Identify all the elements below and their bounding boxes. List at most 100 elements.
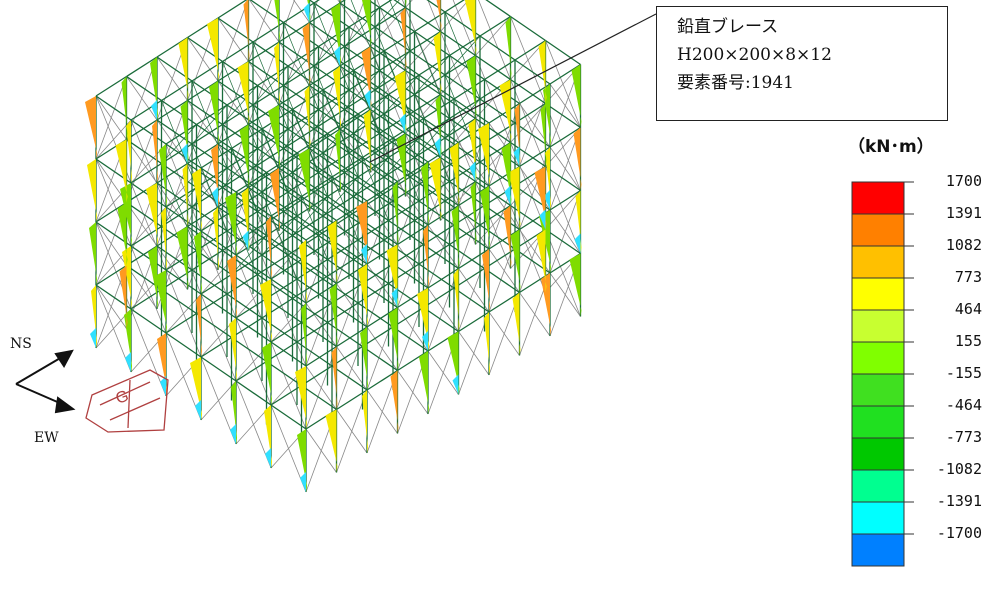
brace-member bbox=[440, 94, 476, 182]
beam-member bbox=[301, 321, 337, 348]
moment-diagram bbox=[180, 100, 189, 164]
beam-member bbox=[475, 180, 511, 207]
beam-member bbox=[270, 341, 307, 367]
moment-diagram bbox=[484, 312, 490, 375]
beam-member bbox=[440, 30, 476, 57]
moment-diagram bbox=[176, 226, 189, 290]
moment-diagram bbox=[400, 7, 407, 71]
beam-member bbox=[348, 152, 385, 178]
beam-member bbox=[362, 282, 398, 309]
moment-diagram bbox=[212, 187, 218, 207]
brace-member bbox=[519, 292, 551, 337]
moment-diagram bbox=[268, 105, 280, 168]
legend-swatch bbox=[851, 373, 905, 407]
beam-member bbox=[423, 306, 459, 333]
moment-diagram bbox=[194, 231, 202, 294]
beam-member bbox=[414, 30, 450, 57]
beam-member bbox=[383, 239, 420, 265]
ew-label: EW bbox=[34, 430, 59, 446]
moment-diagram bbox=[510, 229, 521, 293]
brace-member bbox=[156, 56, 188, 101]
moment-diagram bbox=[325, 409, 338, 473]
moment-diagram bbox=[335, 129, 341, 192]
beam-member bbox=[222, 186, 258, 213]
moment-diagram bbox=[327, 220, 338, 284]
beam-member bbox=[357, 302, 394, 328]
beam-member bbox=[301, 384, 337, 411]
moment-diagram bbox=[159, 144, 167, 207]
moment-diagram bbox=[333, 66, 341, 129]
moment-diagram bbox=[190, 357, 202, 420]
brace-member bbox=[549, 209, 581, 254]
legend-label: -1700 bbox=[936, 524, 982, 542]
moment-diagram bbox=[356, 201, 368, 264]
moment-diagram bbox=[391, 287, 398, 308]
moment-diagram bbox=[148, 246, 158, 309]
beam-member bbox=[165, 332, 202, 358]
beam-member bbox=[344, 45, 380, 72]
moment-diagram bbox=[121, 76, 128, 140]
moment-diagram bbox=[405, 0, 407, 8]
beam-member bbox=[165, 269, 202, 295]
moment-diagram bbox=[304, 85, 311, 149]
beam-member bbox=[475, 117, 511, 144]
legend-swatch bbox=[851, 437, 905, 471]
moment-diagram bbox=[429, 157, 442, 221]
legend-label: 1700 bbox=[945, 172, 982, 190]
beam-member bbox=[296, 278, 333, 304]
moment-diagram bbox=[574, 233, 581, 254]
beam-member bbox=[549, 63, 581, 85]
brace-member bbox=[95, 221, 127, 266]
moment-diagram bbox=[266, 216, 272, 279]
brace-member bbox=[376, 0, 406, 71]
moment-diagram bbox=[536, 229, 547, 293]
moment-diagram bbox=[433, 31, 442, 95]
moment-diagram bbox=[307, 0, 311, 23]
beam-member bbox=[191, 80, 228, 106]
moment-diagram bbox=[265, 448, 271, 468]
moment-diagram bbox=[464, 0, 477, 56]
moment-diagram bbox=[303, 2, 310, 23]
brace-member bbox=[440, 31, 476, 119]
callout-section-size: H200×200×8×12 bbox=[677, 45, 832, 65]
legend-swatch bbox=[851, 405, 905, 439]
beam-member bbox=[318, 171, 354, 198]
moment-diagram bbox=[447, 331, 460, 395]
brace-member bbox=[305, 428, 337, 473]
beam-member bbox=[510, 204, 546, 231]
moment-diagram bbox=[299, 240, 307, 303]
brace-member bbox=[458, 331, 490, 376]
brace-member bbox=[370, 46, 406, 134]
moment-diagram bbox=[264, 405, 272, 468]
brace-member bbox=[510, 205, 546, 293]
beam-member bbox=[484, 204, 520, 231]
legend-label: -464 bbox=[945, 396, 982, 414]
legend-label: -1391 bbox=[936, 492, 982, 510]
moment-diagram bbox=[274, 42, 280, 105]
moment-diagram bbox=[361, 46, 372, 110]
brace-member bbox=[235, 380, 272, 469]
moment-diagram bbox=[274, 0, 280, 42]
moment-diagram bbox=[423, 225, 429, 288]
moment-diagram bbox=[362, 390, 368, 453]
brace-member bbox=[336, 409, 368, 454]
brace-member bbox=[545, 40, 581, 128]
beam-member bbox=[510, 15, 546, 42]
beam-member bbox=[545, 39, 581, 66]
beam-member bbox=[191, 143, 228, 169]
beam-member bbox=[161, 99, 197, 126]
moment-diagram bbox=[451, 205, 460, 269]
beam-member bbox=[156, 182, 193, 208]
brace-member bbox=[283, 22, 319, 110]
beam-member bbox=[545, 165, 581, 192]
beam-member bbox=[348, 89, 385, 115]
brace-member bbox=[452, 0, 476, 56]
beam-member bbox=[292, 234, 328, 261]
beam-member bbox=[217, 17, 254, 43]
beam-member bbox=[393, 0, 406, 9]
brace-member bbox=[322, 152, 359, 241]
moment-diagram bbox=[150, 57, 158, 120]
brace-member bbox=[397, 370, 429, 415]
brace-member bbox=[231, 211, 267, 299]
beam-member bbox=[322, 215, 359, 241]
